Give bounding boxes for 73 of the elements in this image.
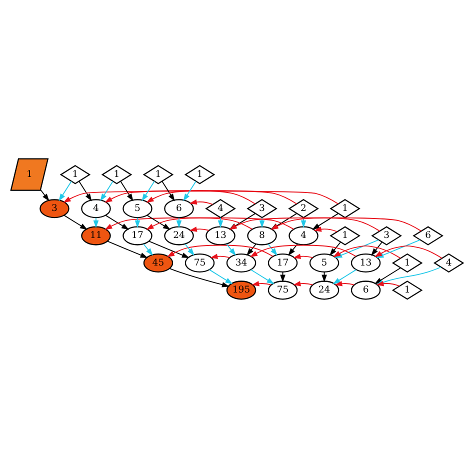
arrow [78, 180, 92, 201]
arrow [189, 226, 210, 232]
arrow [120, 180, 134, 201]
node-ellipse: 17 [122, 226, 152, 245]
arrow [100, 180, 114, 201]
arrow [293, 253, 314, 258]
arrow [334, 280, 355, 286]
arrow [106, 240, 148, 258]
arrow [210, 253, 230, 258]
node-diamond: 4 [205, 198, 236, 218]
node-diamond: 4 [433, 252, 464, 272]
arrow [64, 214, 88, 230]
arrow [250, 268, 274, 284]
arrow [148, 240, 190, 258]
arrow [58, 180, 72, 201]
arrow [63, 190, 339, 204]
node-diamond: 1 [184, 164, 216, 184]
arrow [226, 243, 236, 256]
node-diamond: 3 [246, 198, 278, 218]
node-ellipse: 17 [268, 252, 298, 272]
node-diamond: 1 [142, 164, 174, 184]
node-diamond: 1 [60, 164, 91, 184]
arrow [134, 216, 140, 228]
node-diamond: 1 [392, 280, 423, 300]
node-ellipse: 24 [164, 226, 194, 245]
arrow [105, 214, 130, 230]
arrow [371, 241, 382, 256]
node-diamond: 1 [330, 198, 360, 218]
arrow [312, 212, 339, 230]
node-ellipse: 75 [184, 252, 215, 272]
arrow [293, 280, 314, 286]
arrow [252, 280, 272, 286]
node-ellipse: 8 [247, 226, 277, 245]
node-ellipse: 4 [81, 198, 111, 218]
node-ellipse: 5 [309, 252, 340, 272]
arrow [189, 198, 214, 204]
arrow [104, 190, 298, 204]
arrow [40, 188, 50, 201]
node-ellipse: 13 [206, 226, 236, 245]
arrow [208, 268, 233, 284]
arrow [93, 216, 99, 228]
arrow [143, 243, 153, 256]
arrow [142, 180, 155, 201]
node-ellipse: 11 [81, 226, 111, 245]
arrow [169, 268, 230, 287]
node-ellipse: 3 [40, 198, 70, 218]
node-ellipse: 34 [226, 252, 256, 272]
node-ellipse: 6 [350, 280, 381, 300]
node-ellipse: 195 [226, 280, 256, 300]
node-ellipse: 24 [309, 280, 340, 300]
node-diamond: 2 [288, 198, 319, 218]
node-ellipse: 5 [122, 198, 152, 218]
arrow [184, 243, 194, 256]
node-diamond: 1 [392, 252, 423, 272]
node-diamond: 1 [101, 164, 132, 184]
node-ellipse: 75 [268, 280, 298, 300]
arrow [322, 271, 327, 282]
node-diamond: 3 [371, 226, 402, 245]
node-ellipse: 13 [350, 252, 381, 272]
node-diamond: 1 [330, 226, 360, 245]
arrow [218, 216, 224, 228]
arrow [183, 180, 196, 201]
node-ellipse: 45 [143, 252, 174, 272]
arrow [332, 268, 357, 284]
arrow [176, 216, 182, 228]
arrow [330, 241, 341, 256]
arrow [162, 180, 175, 201]
arrow [146, 190, 256, 204]
arrow [146, 214, 171, 230]
arrow [314, 226, 338, 232]
node-ellipse: 6 [164, 198, 194, 218]
node-ellipse: 4 [288, 226, 318, 245]
node-diamond: 6 [412, 226, 444, 245]
